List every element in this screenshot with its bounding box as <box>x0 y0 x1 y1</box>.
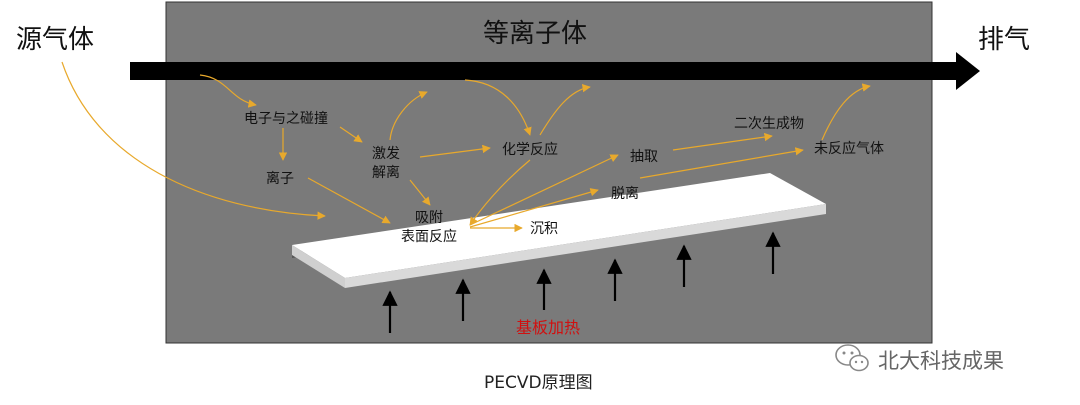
gas-flow-arrow <box>130 52 980 90</box>
surface-reaction-label: 表面反应 <box>401 228 457 245</box>
secondary-label: 二次生成物 <box>734 116 804 132</box>
arrow-flow-to-collision <box>199 74 257 108</box>
arrow-surface-to-desorb <box>469 188 599 228</box>
arrow-unreacted-to-exhaust <box>821 83 871 141</box>
diagram-caption: PECVD原理图 <box>484 373 593 393</box>
arrow-surface-to-extract <box>469 154 619 226</box>
unreacted-label: 未反应气体 <box>814 140 884 157</box>
arrow-ion-to-adsorb <box>307 177 391 224</box>
heating-arrows <box>382 231 781 333</box>
arrow-dissociate-to-adsorb <box>409 179 431 206</box>
process-arrows <box>61 61 871 233</box>
wechat-icon <box>835 344 869 372</box>
arrow-desorb-to-unreacted <box>639 147 804 179</box>
arrow-collision-to-excite <box>339 126 363 143</box>
source-gas-label: 源气体 <box>16 25 94 55</box>
arrow-extract-to-secondary <box>672 132 773 151</box>
arrow-flow-to-chem <box>464 79 532 136</box>
watermark-text: 北大科技成果 <box>878 349 1004 373</box>
watermark: 北大科技成果 <box>835 344 1004 373</box>
excite-label: 激发 <box>372 145 400 162</box>
chem-reaction-label: 化学反应 <box>502 141 558 158</box>
adsorb-label: 吸附 <box>415 210 443 226</box>
heating-label: 基板加热 <box>516 318 580 337</box>
plasma-chamber <box>165 1 933 344</box>
arrow-chem-up <box>539 83 591 136</box>
desorb-label: 脱离 <box>611 185 639 202</box>
deposit-label: 沉积 <box>530 221 558 237</box>
arrow-chem-to-surface <box>469 159 531 226</box>
arrow-excite-up <box>389 91 428 141</box>
dissociate-label: 解离 <box>372 164 400 181</box>
ion-label: 离子 <box>266 170 294 187</box>
extract-label: 抽取 <box>630 149 658 165</box>
arrow-excite-to-chem <box>419 144 491 158</box>
plasma-label: 等离子体 <box>483 19 587 49</box>
substrate <box>292 173 826 288</box>
arrow-source-to-adsorb <box>61 61 326 220</box>
exhaust-label: 排气 <box>978 25 1030 55</box>
collision-label: 电子与之碰撞 <box>244 111 328 127</box>
